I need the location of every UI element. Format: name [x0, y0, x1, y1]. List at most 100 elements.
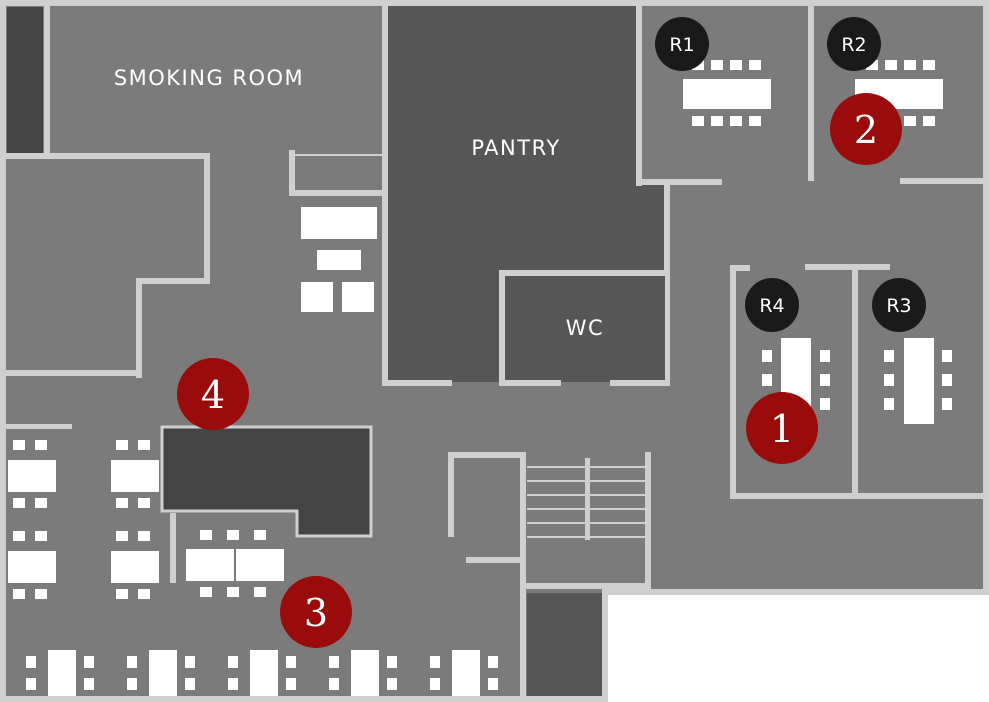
wc-area [505, 276, 665, 380]
chair [749, 116, 761, 126]
chair [286, 678, 296, 690]
coffee-table [317, 250, 361, 270]
pantry-wall-right-top [636, 6, 642, 186]
chair [35, 498, 47, 508]
chair [904, 60, 916, 70]
smoking-alcove-thin [294, 154, 384, 156]
svg-text:1: 1 [770, 407, 794, 451]
dining-table [236, 549, 284, 581]
chair [711, 116, 723, 126]
chair [820, 398, 830, 410]
chair [26, 678, 36, 690]
chair [138, 589, 150, 599]
chair [866, 60, 878, 70]
area-marker-2[interactable]: 2 [830, 93, 902, 165]
svg-text:2: 2 [854, 108, 878, 152]
chair [138, 531, 150, 541]
pantry-wall-bottom [382, 380, 452, 386]
room-badge-r1[interactable]: R1 [655, 17, 709, 71]
svg-text:R4: R4 [759, 295, 784, 317]
left-area-wall-v [170, 513, 176, 583]
stair-steps [527, 466, 645, 538]
stair-step [527, 466, 645, 468]
stair-wall-d [520, 452, 526, 702]
chair [35, 531, 47, 541]
chair [923, 60, 935, 70]
stair-wall-c [466, 557, 524, 563]
room-badge-r3[interactable]: R3 [872, 278, 926, 332]
smoking-room-label: SMOKING ROOM [114, 66, 304, 90]
svg-text:R2: R2 [841, 34, 866, 56]
svg-text:4: 4 [201, 373, 225, 417]
chair [84, 656, 94, 668]
stair-wall-f [520, 583, 651, 589]
room-badge-r2[interactable]: R2 [827, 17, 881, 71]
chair [227, 587, 239, 597]
chair [228, 656, 238, 668]
dining-table [48, 650, 76, 696]
stair-wall-e [645, 452, 651, 590]
chair [116, 498, 128, 508]
chair [35, 589, 47, 599]
chair [942, 398, 952, 410]
armchair [301, 282, 333, 312]
chair [329, 656, 339, 668]
chair [26, 656, 36, 668]
chair [127, 678, 137, 690]
chair [904, 116, 916, 126]
svg-text:3: 3 [304, 591, 328, 635]
r4-wall-top-b [805, 264, 890, 270]
chair [885, 60, 897, 70]
chair [228, 678, 238, 690]
chair [711, 60, 723, 70]
stair-step [527, 508, 645, 510]
chair [884, 398, 894, 410]
chair [138, 440, 150, 450]
r4-wall-left [730, 265, 736, 499]
smoking-room-wall-right [382, 6, 388, 196]
stair-wall-a [448, 452, 524, 458]
chair [116, 440, 128, 450]
dining-table [351, 650, 379, 696]
central-dark-block [160, 425, 373, 538]
area-marker-3[interactable]: 3 [280, 576, 352, 648]
meeting-table [904, 338, 934, 424]
chair [762, 374, 772, 386]
dining-table [149, 650, 177, 696]
chair [749, 60, 761, 70]
dining-table [186, 549, 234, 581]
wc-label: WC [566, 316, 604, 340]
chair [227, 530, 239, 540]
chair [430, 656, 440, 668]
smoking-alcove-v [289, 150, 295, 196]
chair [286, 656, 296, 668]
chair [35, 440, 47, 450]
stair-rail [585, 458, 590, 540]
chair [430, 678, 440, 690]
area-marker-1[interactable]: 1 [746, 392, 818, 464]
left-area-wall-top [6, 424, 72, 429]
smoking-room-wall-left [44, 6, 50, 156]
stair-step [527, 480, 645, 482]
stair-step [527, 522, 645, 524]
area-marker-4[interactable]: 4 [177, 358, 249, 430]
wc-wall-bottom-b [610, 380, 670, 386]
chair [185, 678, 195, 690]
dining-table [250, 650, 278, 696]
room-badge-r4[interactable]: R4 [745, 278, 799, 332]
left-block-wall-v [204, 153, 210, 283]
chair [13, 589, 25, 599]
chair [730, 116, 742, 126]
r1-r2-wall-mid [808, 6, 814, 181]
chair [488, 656, 498, 668]
chair [200, 530, 212, 540]
chair [923, 116, 935, 126]
r3-r4-wall-bottom [730, 493, 983, 499]
r4-wall-top-a [730, 265, 750, 271]
chair [942, 350, 952, 362]
chair [254, 587, 266, 597]
chair [762, 350, 772, 362]
chair [884, 350, 894, 362]
armchair [342, 282, 374, 312]
